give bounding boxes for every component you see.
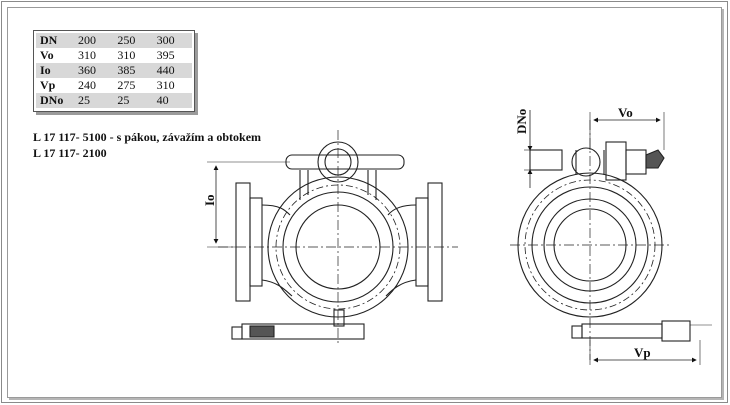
table-cell: 310 bbox=[78, 48, 96, 62]
table-cell: 200 bbox=[74, 33, 114, 48]
left-flange bbox=[235, 182, 251, 302]
table-cell: 240 bbox=[78, 78, 96, 92]
side-lever-pivot bbox=[571, 325, 583, 339]
table-cell: 250 bbox=[113, 33, 153, 48]
lever-pivot bbox=[333, 309, 345, 327]
table-cell: 440 bbox=[152, 63, 192, 78]
dno-label: DNo bbox=[514, 109, 529, 134]
variant-caption-1: L 17 117- 5100 - s pákou, závažím a obto… bbox=[33, 130, 262, 144]
row-label: Vp bbox=[40, 78, 56, 92]
table-row: Vo 310 310 395 bbox=[36, 48, 192, 63]
row-label: Io bbox=[36, 63, 74, 78]
vp-label: Vp bbox=[634, 345, 651, 360]
table-cell: 310 bbox=[117, 48, 136, 62]
row-label: DN bbox=[36, 33, 74, 48]
side-view bbox=[510, 110, 712, 365]
inner-border bbox=[7, 7, 722, 398]
table-cell: 395 bbox=[156, 48, 175, 62]
left-flange-neck bbox=[249, 197, 263, 287]
handwheel-rim bbox=[317, 141, 359, 183]
lever-arm bbox=[241, 323, 365, 340]
io-label: Io bbox=[202, 194, 217, 206]
table-cell: 40 bbox=[152, 93, 192, 108]
actuator-wheel bbox=[645, 149, 665, 169]
table-cell: 360 bbox=[74, 63, 114, 78]
side-counterweight bbox=[661, 320, 691, 342]
front-view bbox=[207, 130, 458, 345]
counterweight bbox=[249, 325, 275, 338]
table-cell: 275 bbox=[117, 78, 136, 92]
bypass-pipe bbox=[529, 149, 563, 171]
table-row: Vp 240 275 310 bbox=[36, 78, 192, 93]
right-flange-neck bbox=[415, 197, 429, 287]
handwheel-bar bbox=[285, 154, 405, 170]
actuator-body bbox=[625, 149, 647, 175]
bypass-valve-body bbox=[571, 147, 601, 177]
row-label: Vo bbox=[40, 48, 54, 62]
lever-end-left bbox=[231, 326, 243, 340]
side-lever-arm bbox=[581, 323, 663, 339]
vo-label: Vo bbox=[618, 105, 633, 120]
variant-caption-2: L 17 117- 2100 bbox=[33, 146, 107, 160]
actuator-flange bbox=[605, 141, 627, 181]
table-cell: 25 bbox=[113, 93, 153, 108]
row-label: DNo bbox=[36, 93, 74, 108]
table-cell: 385 bbox=[113, 63, 153, 78]
table-cell: 310 bbox=[156, 78, 175, 92]
right-flange bbox=[427, 182, 443, 302]
table-cell: 300 bbox=[152, 33, 192, 48]
table-cell: 25 bbox=[74, 93, 114, 108]
